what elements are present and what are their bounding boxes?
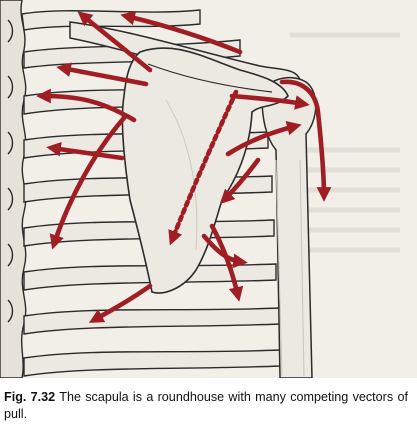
arrow-left-long xyxy=(49,115,127,250)
arrow-lower-right xyxy=(201,233,248,269)
arrow-left-middle xyxy=(36,88,137,123)
humerus xyxy=(261,76,317,378)
arrow-up-left xyxy=(77,11,153,73)
arrow-down-left xyxy=(88,283,153,323)
figure-label: Fig. 7.32 xyxy=(4,390,56,404)
vertebral-column xyxy=(0,0,27,378)
pull-vectors xyxy=(36,10,332,323)
arrow-left-upper xyxy=(56,62,149,87)
arrow-toward-humerus xyxy=(225,121,302,157)
figure-caption: Fig. 7.32 The scapula is a roundhouse wi… xyxy=(4,389,408,423)
arrow-shoulder-right xyxy=(229,93,310,110)
scapula-illustration xyxy=(0,0,417,378)
figure-caption-text: The scapula is a roundhouse with many co… xyxy=(4,390,408,421)
scapula xyxy=(121,47,289,294)
arrow-over-humerus xyxy=(279,79,332,202)
arrow-dotted-diagonal xyxy=(168,89,239,246)
arrow-left-lower xyxy=(46,141,125,161)
arrow-top xyxy=(120,10,243,55)
arrow-mid-right-diag xyxy=(219,157,261,205)
